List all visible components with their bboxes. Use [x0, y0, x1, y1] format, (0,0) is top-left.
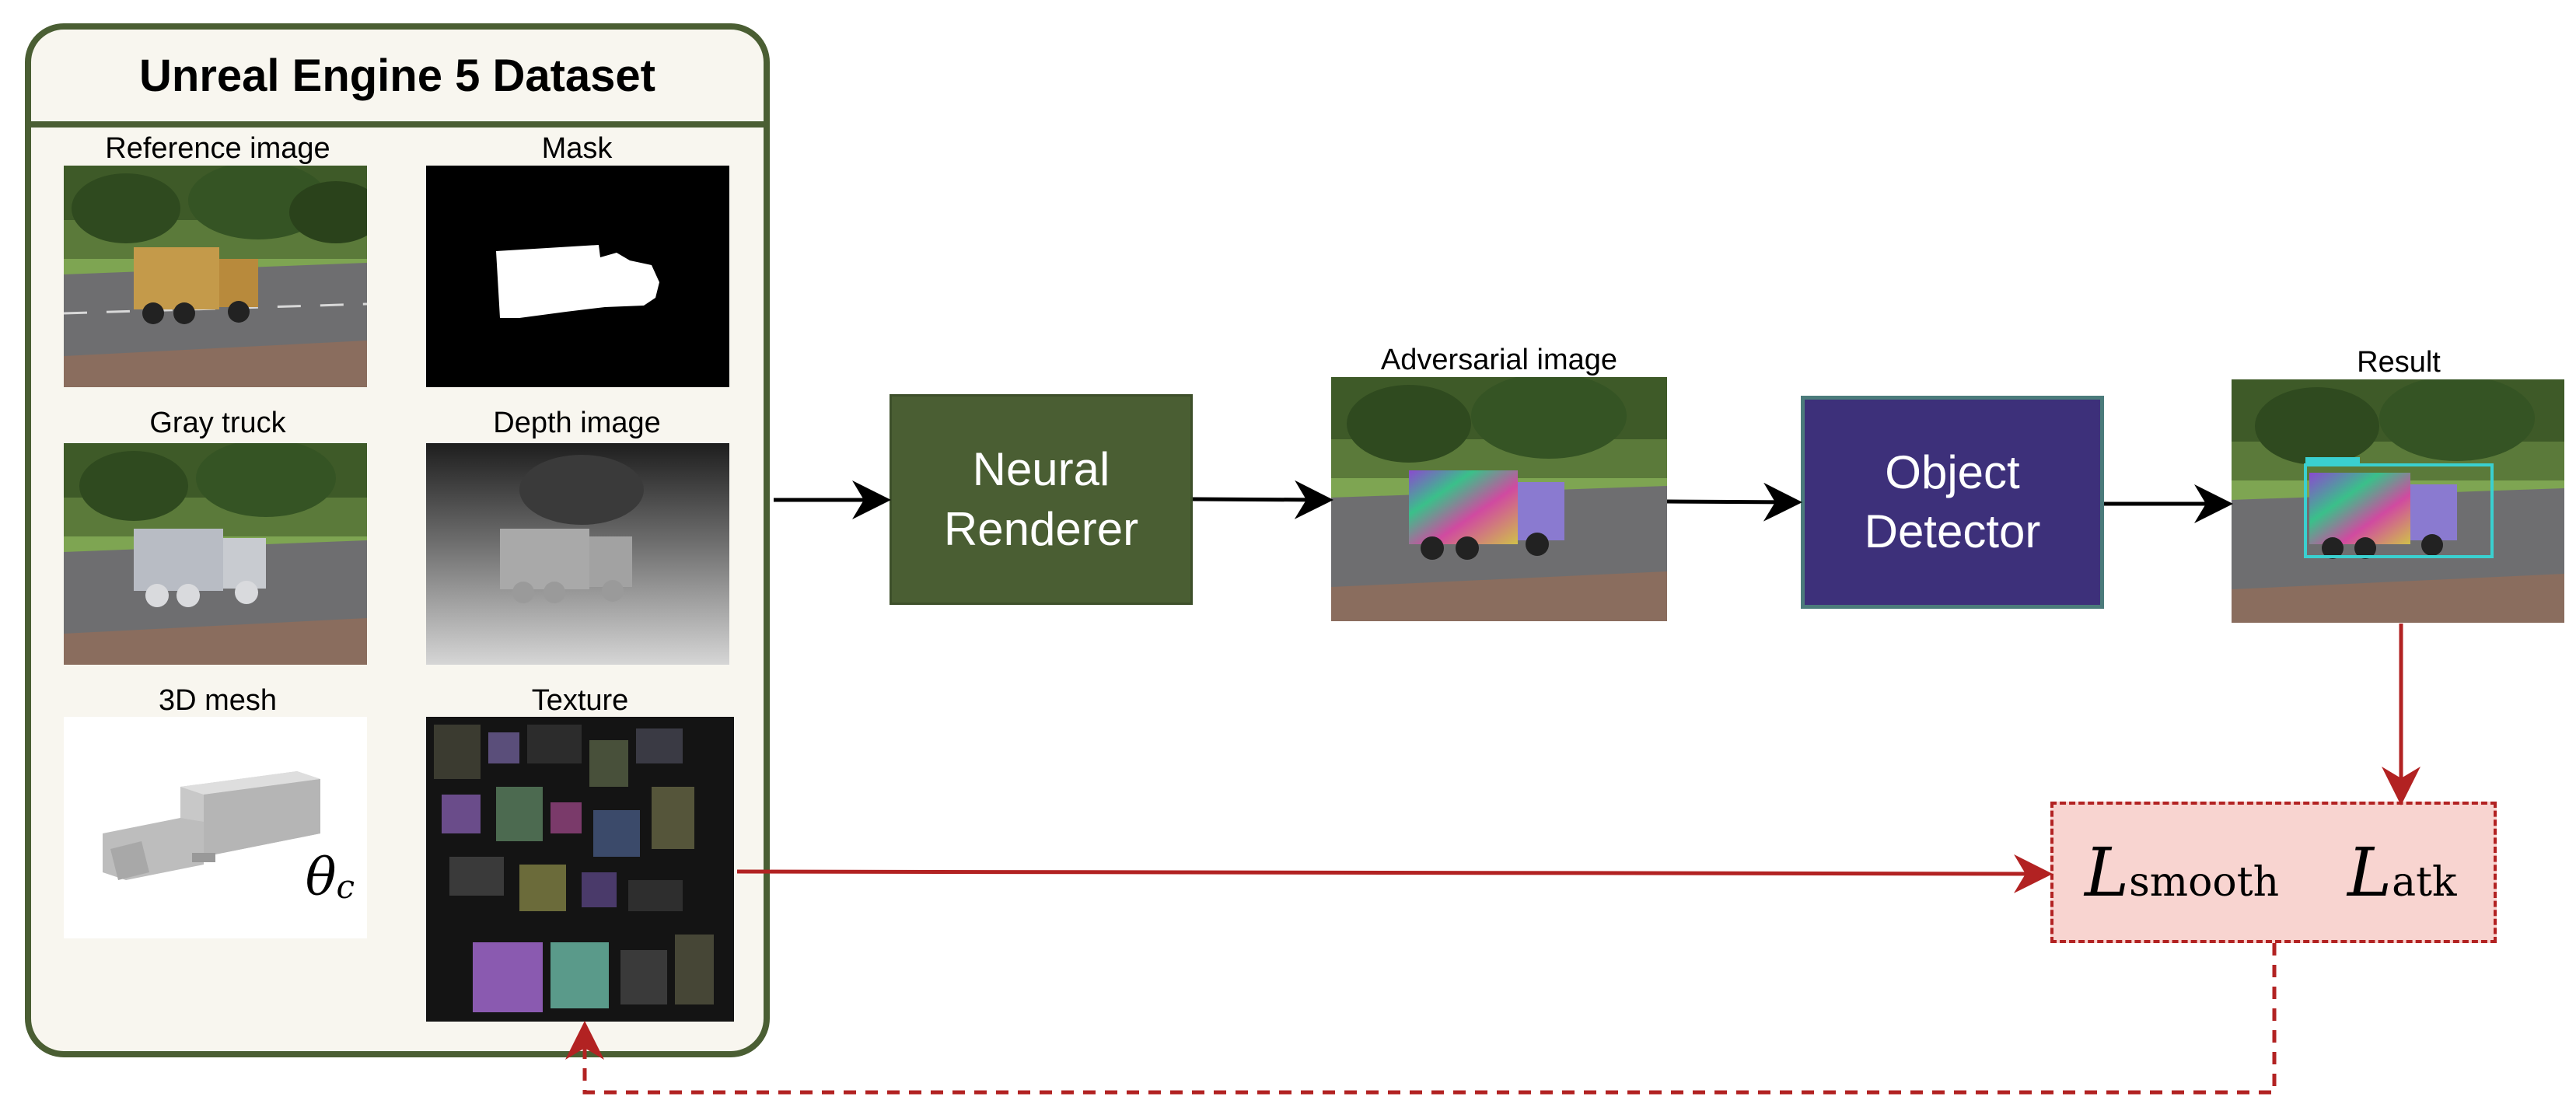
caption-gray-truck: Gray truck [149, 407, 286, 439]
neural-renderer-label-line2: Renderer [943, 502, 1139, 555]
texture-image [426, 717, 734, 1022]
caption-texture: Texture [531, 684, 629, 717]
caption-adversarial-image: Adversarial image [1380, 344, 1618, 376]
arrow-renderer-to-adversarial [1192, 480, 1333, 519]
caption-mask: Mask [541, 132, 613, 165]
mesh-image: θc [64, 717, 367, 938]
object-detector-block: Object Detector [1801, 396, 2104, 609]
caption-3d-mesh: 3D mesh [158, 684, 278, 717]
caption-reference-image: Reference image [105, 132, 330, 165]
arrow-adversarial-to-detector [1666, 482, 1802, 522]
adversarial-image [1331, 377, 1667, 621]
object-detector-label-line2: Detector [1864, 505, 2041, 557]
arrow-loss-to-texture [565, 943, 2277, 1095]
caption-depth-image: Depth image [493, 407, 661, 439]
theta-symbol: θc [305, 847, 355, 907]
depth-image [426, 443, 729, 665]
neural-renderer-block: Neural Renderer [890, 394, 1193, 605]
arrow-texture-to-loss [736, 854, 2053, 893]
loss-smooth: Lsmooth [2085, 834, 2280, 912]
result-image [2232, 379, 2564, 623]
neural-renderer-label-line1: Neural [972, 443, 1110, 496]
mask-image [426, 166, 729, 387]
caption-result: Result [2357, 346, 2441, 379]
loss-atk: Latk [2347, 834, 2457, 912]
title-divider [31, 121, 764, 128]
dataset-title: Unreal Engine 5 Dataset [139, 50, 655, 101]
reference-image [64, 166, 367, 387]
gray-truck-image [64, 443, 367, 665]
object-detector-label-line1: Object [1885, 445, 2020, 498]
